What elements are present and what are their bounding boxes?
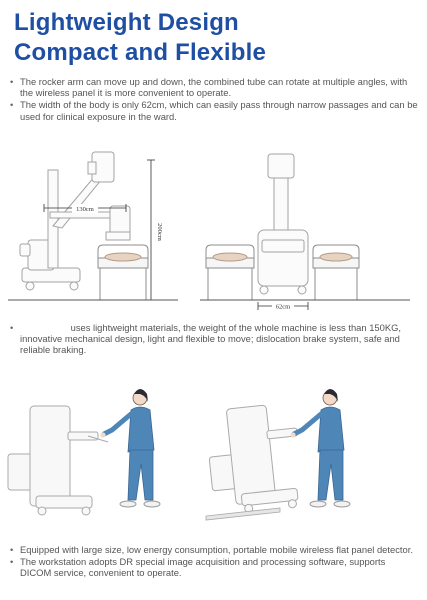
height-label: 200cm (156, 223, 163, 241)
side-view-machine (19, 151, 131, 291)
page-title-line2: Compact and Flexible (14, 39, 267, 66)
side-view-bed (97, 244, 149, 300)
feature-list-detector: Equipped with large size, low energy con… (8, 544, 418, 580)
label-backdrop (72, 204, 98, 213)
label-backdrop (272, 302, 294, 310)
front-view-machine (257, 153, 309, 295)
ramp (205, 507, 281, 521)
page-title-line1: Lightweight Design (14, 9, 239, 36)
list-item-text: uses lightweight materials, the weight o… (20, 322, 401, 356)
width-label: 62cm (276, 304, 290, 311)
machine-right (208, 404, 299, 513)
list-item: The width of the body is only 62cm, whic… (8, 99, 418, 121)
list-item: uses lightweight materials, the weight o… (8, 322, 418, 356)
nurse-right (290, 389, 351, 508)
machine-left (7, 405, 109, 516)
list-item: The workstation adopts DR special image … (8, 556, 418, 578)
arm-reach-label: 130cm (76, 206, 94, 213)
list-item: Equipped with large size, low energy con… (8, 544, 418, 555)
nurse-left (100, 389, 161, 508)
mobility-illustration (7, 389, 351, 521)
dimension-diagram: 130cm 200cm 62cm (8, 151, 410, 311)
front-view-bed-right (312, 244, 360, 300)
feature-list-design: The rocker arm can move up and down, the… (8, 76, 418, 123)
front-view-bed-left (205, 244, 255, 300)
list-item: The rocker arm can move up and down, the… (8, 76, 418, 98)
feature-list-weight: uses lightweight materials, the weight o… (8, 322, 418, 357)
